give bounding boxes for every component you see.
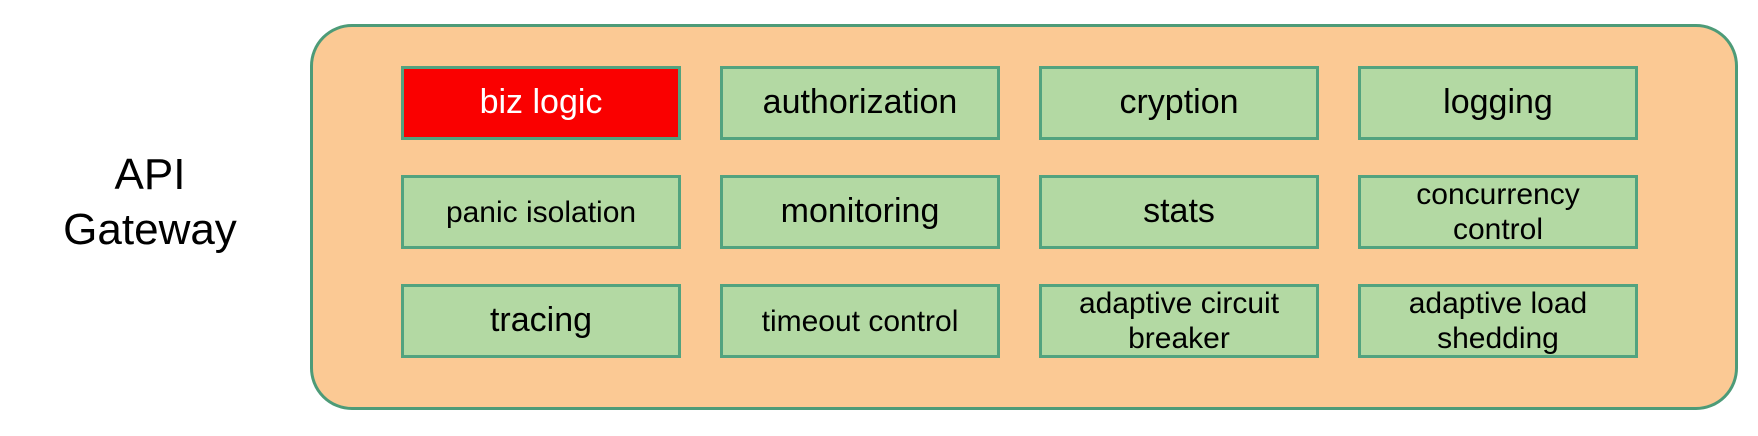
module-label: authorization [762, 83, 958, 122]
module-label: stats [1143, 192, 1215, 231]
module-label: timeout control [761, 304, 959, 338]
module-box-monitoring[interactable]: monitoring [720, 175, 1000, 249]
module-box-cryption[interactable]: cryption [1039, 66, 1319, 140]
module-box-authorization[interactable]: authorization [720, 66, 1000, 140]
module-box-stats[interactable]: stats [1039, 175, 1319, 249]
module-box-concurrency-control[interactable]: concurrency control [1358, 175, 1638, 249]
module-label: panic isolation [445, 195, 637, 229]
module-label: adaptive load shedding [1408, 286, 1588, 355]
module-label: logging [1443, 83, 1553, 122]
module-label: cryption [1119, 83, 1239, 122]
api-gateway-container: biz logic authorization cryption logging… [310, 24, 1738, 410]
module-box-timeout-control[interactable]: timeout control [720, 284, 1000, 358]
module-grid: biz logic authorization cryption logging… [401, 66, 1641, 372]
module-label: monitoring [780, 192, 940, 231]
module-box-tracing[interactable]: tracing [401, 284, 681, 358]
module-label: tracing [489, 301, 593, 340]
module-label: biz logic [479, 83, 603, 122]
module-label: adaptive circuit breaker [1078, 286, 1280, 355]
module-box-panic-isolation[interactable]: panic isolation [401, 175, 681, 249]
api-gateway-label: API Gateway [63, 150, 237, 254]
module-box-biz-logic[interactable]: biz logic [401, 66, 681, 140]
module-box-adaptive-load-shedding[interactable]: adaptive load shedding [1358, 284, 1638, 358]
module-label: concurrency control [1416, 177, 1580, 246]
module-box-adaptive-circuit-breaker[interactable]: adaptive circuit breaker [1039, 284, 1319, 358]
module-box-logging[interactable]: logging [1358, 66, 1638, 140]
